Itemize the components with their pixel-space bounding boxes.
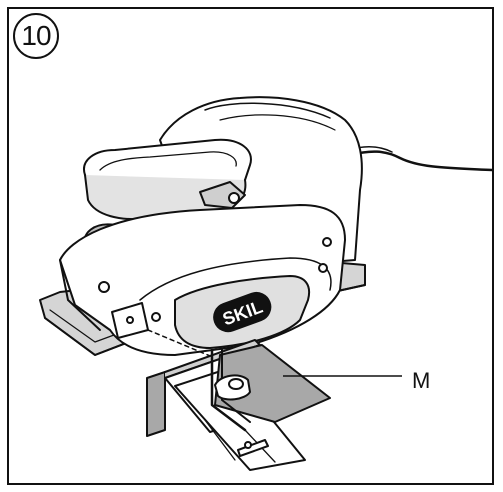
power-cord xyxy=(348,150,494,172)
callout-label-m: M xyxy=(412,368,431,393)
guide-plate-m xyxy=(214,344,331,423)
skil-logo: SKIL xyxy=(213,291,272,333)
figure-number-badge: 10 xyxy=(13,13,59,59)
parallel-guide-fence xyxy=(146,371,166,437)
